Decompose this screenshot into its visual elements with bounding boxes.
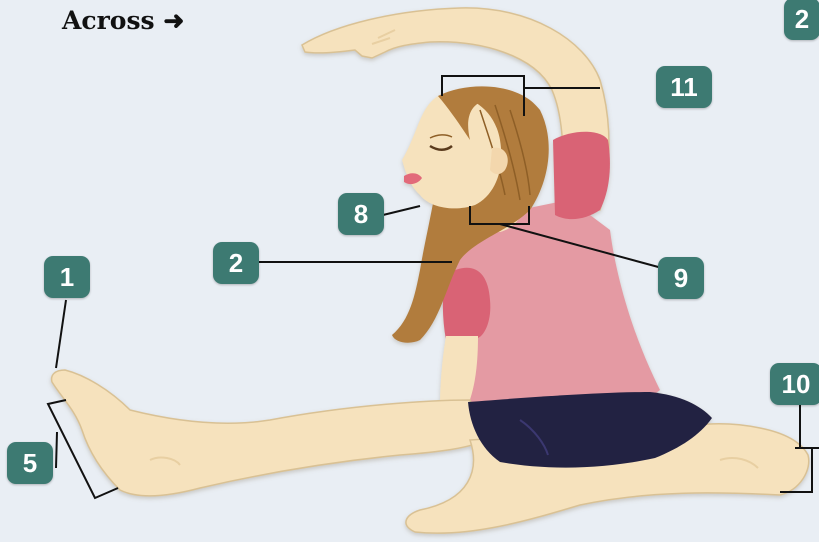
across-heading: Across ➜ bbox=[62, 6, 184, 35]
badge-2-corner: 2 bbox=[784, 0, 819, 40]
badge-10: 10 bbox=[770, 363, 819, 405]
badge-2: 2 bbox=[213, 242, 259, 284]
badge-8: 8 bbox=[338, 193, 384, 235]
leader-8 bbox=[383, 206, 420, 215]
badge-1: 1 bbox=[44, 256, 90, 298]
shirt-sleeve-upper bbox=[553, 132, 610, 219]
left-leg bbox=[52, 370, 485, 496]
badge-9: 9 bbox=[658, 257, 704, 299]
badge-11: 11 bbox=[656, 66, 712, 108]
badge-5: 5 bbox=[7, 442, 53, 484]
leader-1 bbox=[56, 300, 66, 368]
